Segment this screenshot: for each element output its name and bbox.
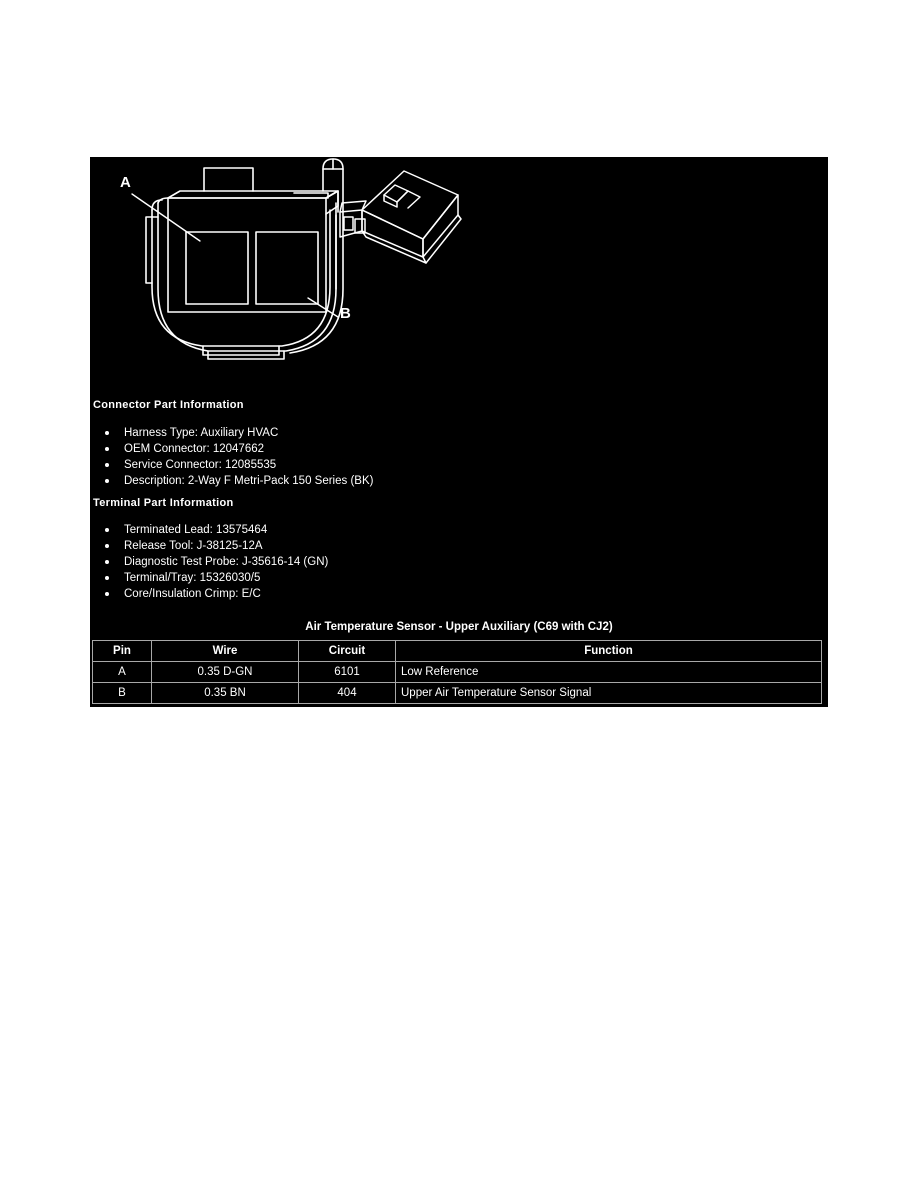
list-item-label: OEM Connector: 12047662 (124, 443, 265, 455)
cell-pin: B (92, 682, 152, 704)
table-row: B 0.35 BN 404 Upper Air Temperature Sens… (92, 682, 822, 704)
callout-label-a: A (120, 174, 131, 191)
bullet-icon (105, 592, 109, 596)
list-item-label: Terminal/Tray: 15326030/5 (124, 572, 261, 584)
pinout-table: Pin Wire Circuit Function A 0.35 D-GN 61… (92, 640, 822, 704)
list-item: Diagnostic Test Probe: J-35616-14 (GN) (104, 554, 328, 570)
bullet-icon (105, 544, 109, 548)
bullet-icon (105, 528, 109, 532)
table-header-row: Pin Wire Circuit Function (92, 640, 822, 662)
cell-pin: A (92, 661, 152, 683)
list-item-label: Core/Insulation Crimp: E/C (124, 588, 261, 600)
bullet-icon (105, 560, 109, 564)
cell-circuit: 404 (298, 682, 396, 704)
list-item-label: Service Connector: 12085535 (124, 459, 277, 471)
list-item-label: Description: 2-Way F Metri-Pack 150 Seri… (124, 475, 374, 487)
bullet-icon (105, 447, 109, 451)
connector-part-information-heading: Connector Part Information (93, 399, 244, 411)
list-item: OEM Connector: 12047662 (104, 441, 373, 457)
list-item-label: Terminated Lead: 13575464 (124, 524, 268, 536)
list-item: Core/Insulation Crimp: E/C (104, 586, 328, 602)
connector-illustration: A B (90, 157, 828, 392)
terminal-part-information-heading: Terminal Part Information (93, 497, 234, 509)
bullet-icon (105, 463, 109, 467)
cell-function: Low Reference (395, 661, 822, 683)
list-item-label: Diagnostic Test Probe: J-35616-14 (GN) (124, 556, 329, 568)
connector-isometric-drawing (339, 170, 462, 264)
list-item: Description: 2-Way F Metri-Pack 150 Seri… (104, 473, 373, 489)
list-item: Service Connector: 12085535 (104, 457, 373, 473)
pinout-table-title: Air Temperature Sensor - Upper Auxiliary… (305, 621, 613, 633)
cell-wire: 0.35 BN (151, 682, 299, 704)
list-item-label: Release Tool: J-38125-12A (124, 540, 263, 552)
list-item: Terminated Lead: 13575464 (104, 522, 328, 538)
column-header-circuit: Circuit (298, 640, 396, 662)
cell-wire: 0.35 D-GN (151, 661, 299, 683)
column-header-wire: Wire (151, 640, 299, 662)
bullet-icon (105, 479, 109, 483)
terminal-part-information-list: Terminated Lead: 13575464 Release Tool: … (104, 522, 328, 602)
column-header-function: Function (395, 640, 822, 662)
bullet-icon (105, 431, 109, 435)
column-header-pin: Pin (92, 640, 152, 662)
list-item-label: Harness Type: Auxiliary HVAC (124, 427, 279, 439)
connector-detail-panel: A B Connector Part Information Harness T… (90, 157, 828, 707)
connector-face-drawing (131, 158, 344, 360)
connector-part-information-list: Harness Type: Auxiliary HVAC OEM Connect… (104, 425, 373, 489)
list-item: Harness Type: Auxiliary HVAC (104, 425, 373, 441)
cell-function: Upper Air Temperature Sensor Signal (395, 682, 822, 704)
bullet-icon (105, 576, 109, 580)
table-row: A 0.35 D-GN 6101 Low Reference (92, 661, 822, 683)
list-item: Terminal/Tray: 15326030/5 (104, 570, 328, 586)
list-item: Release Tool: J-38125-12A (104, 538, 328, 554)
callout-label-b: B (340, 305, 351, 322)
cell-circuit: 6101 (298, 661, 396, 683)
